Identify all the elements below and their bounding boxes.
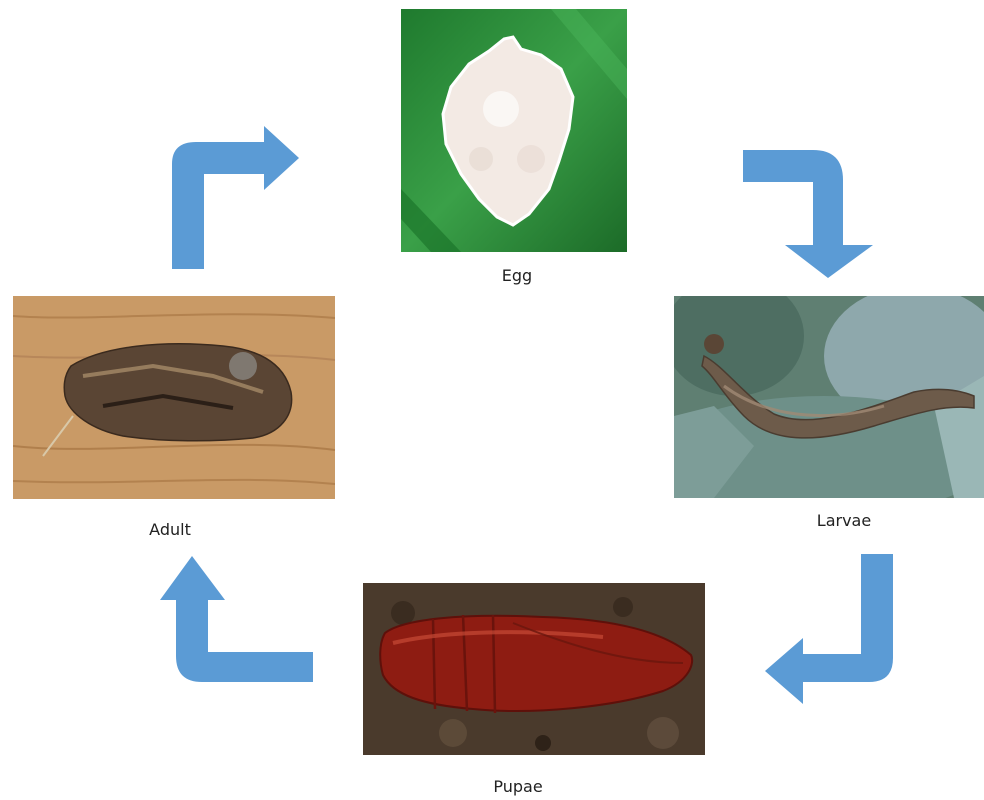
arrow-shape: [160, 556, 313, 682]
arrow-larvae-to-pupae: [765, 554, 895, 706]
larvae-photo: [674, 296, 984, 498]
arrow-adult-to-egg: [172, 126, 300, 269]
adult-photo: [13, 296, 335, 499]
egg-photo: [401, 9, 627, 252]
adult-label: Adult: [110, 520, 230, 540]
egg-label: Egg: [457, 266, 577, 286]
arrow-pupae-to-adult: [160, 556, 314, 682]
arrow-egg-to-larvae: [743, 150, 876, 280]
pupae-photo: [363, 583, 705, 755]
pupae-label: Pupae: [458, 777, 578, 797]
arrow-shape: [765, 554, 893, 704]
larvae-label: Larvae: [784, 511, 904, 531]
arrow-shape: [172, 126, 299, 269]
arrow-shape: [743, 150, 873, 278]
